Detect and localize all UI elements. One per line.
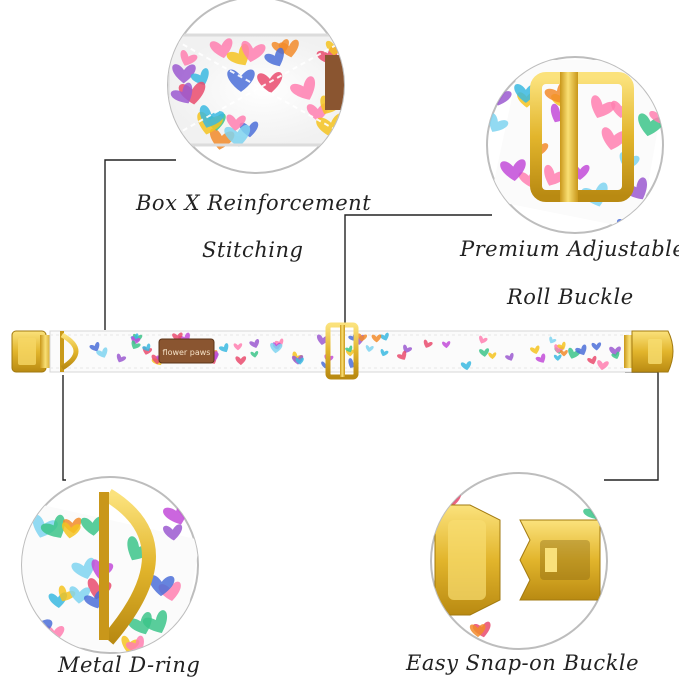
detail-d-ring — [21, 476, 199, 654]
caption-d-ring: Metal D-ring — [58, 653, 201, 677]
heart-print — [488, 352, 497, 360]
heart-print — [180, 50, 198, 66]
heart-print — [235, 356, 247, 366]
heart-print — [365, 345, 374, 353]
heart-print — [505, 352, 514, 361]
heart-print — [81, 516, 104, 536]
heart-print — [469, 624, 486, 638]
heart-print — [479, 348, 490, 357]
heart-print — [500, 159, 526, 182]
heart-print — [646, 67, 663, 84]
heart-print — [591, 342, 602, 351]
heart-print — [380, 348, 389, 357]
heart-print — [209, 38, 233, 59]
heart-print — [345, 345, 353, 353]
d-ring-small — [60, 331, 79, 372]
tag-text: flower paws — [163, 348, 211, 357]
heart-print — [587, 355, 597, 365]
caption-buckle-line2: Roll Buckle — [507, 285, 634, 309]
collar: flower paws — [11, 322, 674, 380]
heart-print — [560, 350, 568, 357]
heart-print — [290, 76, 315, 100]
heart-print — [553, 354, 562, 361]
heart-print — [131, 340, 141, 350]
caption-box-x-line2: Stitching — [202, 238, 304, 262]
detail-box-x-stitching — [167, 0, 345, 174]
heart-print — [379, 332, 389, 341]
heart-print — [40, 514, 65, 538]
detail-roll-buckle — [486, 56, 664, 234]
heart-print — [89, 342, 100, 352]
heart-print — [442, 341, 451, 349]
heart-print — [227, 69, 255, 92]
heart-print — [226, 114, 246, 131]
heart-print — [270, 342, 283, 354]
heart-print — [591, 95, 616, 118]
leather-tag: flower paws — [158, 338, 215, 364]
heart-print — [271, 39, 289, 55]
line-snap — [604, 371, 659, 481]
heart-print — [218, 343, 229, 353]
heart-print — [264, 47, 284, 67]
heart-print — [224, 124, 250, 147]
heart-print — [611, 351, 620, 359]
heart-print — [460, 361, 472, 371]
heart-print — [149, 575, 175, 597]
heart-print — [249, 339, 260, 348]
heart-print — [530, 345, 540, 354]
heart-print — [83, 590, 104, 609]
heart-print — [71, 557, 95, 579]
heart-print — [69, 586, 91, 604]
heart-print — [549, 336, 557, 344]
heart-print — [403, 344, 413, 354]
heart-print — [557, 341, 566, 350]
heart-print — [535, 353, 546, 363]
heart-print — [295, 357, 304, 365]
heart-print — [488, 113, 509, 132]
caption-box-x-line1: Box X Reinforcement — [136, 191, 372, 215]
line-roll-buckle — [344, 214, 492, 325]
heart-print — [617, 218, 636, 233]
right-buckle — [624, 330, 674, 373]
caption-snap-buckle: Easy Snap-on Buckle — [406, 651, 640, 675]
heart-print — [423, 339, 433, 348]
left-buckle — [11, 330, 52, 373]
heart-print — [597, 360, 609, 371]
heart-print — [61, 522, 81, 539]
detail-snap-buckle — [430, 472, 608, 650]
heart-print — [170, 82, 193, 104]
heart-print — [190, 68, 209, 86]
heart-print — [199, 105, 225, 128]
heart-print — [568, 347, 581, 359]
heart-print — [601, 127, 628, 151]
heart-print — [172, 64, 196, 84]
heart-print — [371, 334, 382, 343]
heart-print — [233, 343, 243, 351]
heart-print — [479, 335, 488, 344]
heart-print — [58, 585, 76, 602]
heart-print — [96, 347, 108, 358]
heart-print — [142, 343, 151, 352]
line-box-x — [104, 159, 176, 330]
heart-print — [241, 40, 266, 63]
roll-buckle-small — [325, 322, 359, 380]
heart-print — [397, 350, 407, 360]
heart-print — [127, 612, 152, 635]
line-d-ring — [62, 375, 66, 481]
caption-buckle-line1: Premium Adjustable — [460, 237, 679, 261]
heart-print — [357, 333, 368, 342]
heart-print — [163, 524, 183, 541]
heart-print — [250, 351, 259, 358]
heart-print — [116, 353, 127, 363]
heart-print — [575, 344, 587, 356]
